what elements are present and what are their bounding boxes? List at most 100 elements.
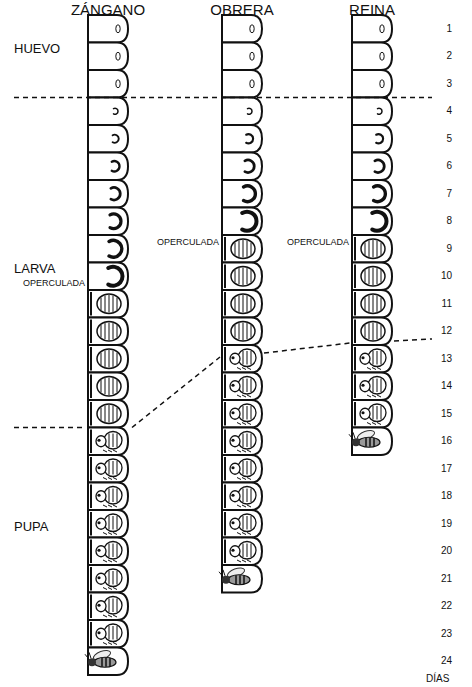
pupa-head (96, 601, 106, 612)
cell-outline (222, 428, 262, 456)
larva-segment (235, 270, 236, 283)
larva-segment (117, 352, 118, 365)
capped-note: OPERCULADA (157, 238, 219, 247)
wax-cap (224, 320, 226, 344)
larva-pupa-divider (14, 339, 432, 428)
cell-outline (352, 98, 392, 126)
larva-segment (247, 296, 248, 312)
cell-outline (352, 428, 392, 456)
day-number: 19 (441, 519, 452, 529)
day-number: 12 (441, 326, 452, 336)
cell-outline (352, 318, 392, 346)
larva-segment (251, 270, 252, 283)
pupa-segment (373, 406, 374, 420)
pupa-segment (243, 461, 244, 475)
larva-segment (105, 378, 106, 394)
cell-outline (352, 125, 392, 153)
pupa-segment (117, 516, 118, 530)
larva-segment (381, 242, 382, 255)
cell-outline (352, 235, 392, 263)
wax-cap (354, 237, 356, 261)
pupa-segment (109, 544, 110, 558)
cell-outline (352, 400, 392, 428)
pupa-abdomen (368, 349, 386, 367)
cell-outline (88, 98, 128, 126)
pupa-legs (237, 505, 251, 507)
larva-segment (243, 240, 244, 258)
open-larva (246, 134, 253, 143)
egg (380, 52, 384, 60)
open-larva (248, 108, 253, 114)
larva-segment (109, 350, 110, 368)
pupa-segment (243, 351, 244, 365)
wax-cap (224, 237, 226, 261)
column-header: REINA (349, 2, 395, 17)
pupa-segment (247, 489, 248, 503)
queen-column (349, 15, 392, 455)
open-larva (111, 187, 120, 199)
larva-segment (113, 378, 114, 394)
larva-segment (109, 405, 110, 423)
pupa-head (96, 436, 106, 447)
pupa-abdomen (238, 349, 256, 367)
capped-larva (231, 267, 255, 287)
cell-outline (352, 153, 392, 181)
pupa-eye (231, 549, 234, 552)
pupa-segment (109, 461, 110, 475)
open-larva (245, 160, 254, 173)
stage-label: LARVA (14, 262, 55, 275)
pupa-abdomen (104, 514, 122, 532)
pupa-segment (243, 434, 244, 448)
day-number: 14 (441, 381, 452, 391)
wax-cap (224, 485, 226, 509)
bee-antenna (219, 570, 225, 577)
day-number: 15 (441, 409, 452, 419)
larva-segment (235, 325, 236, 338)
pupa-abdomen (238, 542, 256, 560)
larva-segment (365, 325, 366, 338)
open-larva (114, 108, 119, 114)
larva-segment (117, 380, 118, 393)
day-number: 18 (441, 491, 452, 501)
stage-label: PUPA (14, 520, 48, 533)
wax-cap (90, 292, 92, 316)
cell-outline (88, 43, 128, 71)
cell-outline (222, 318, 262, 346)
cell-outline (88, 318, 128, 346)
larva-segment (381, 325, 382, 338)
capped-larva (231, 239, 255, 259)
pupa-eye (231, 384, 234, 387)
cell-outline (352, 70, 392, 98)
pupa-segment (381, 406, 382, 420)
axis-label: DÍAS (426, 674, 449, 684)
wax-cap (90, 320, 92, 344)
pupa-abdomen (238, 432, 256, 450)
pupa-legs (237, 533, 251, 535)
pupa-segment (377, 406, 378, 420)
pupa-segment (247, 379, 248, 393)
pupa-eye (231, 521, 234, 524)
pupa-segment (251, 489, 252, 503)
cell-outline (88, 180, 128, 208)
wax-cap (90, 375, 92, 399)
pupa-head (96, 463, 106, 474)
pupa-segment (243, 489, 244, 503)
larva-segment (101, 297, 102, 310)
day-number: 22 (441, 601, 452, 611)
cell-outline (88, 400, 128, 428)
capped-larva (97, 322, 121, 342)
larva-segment (377, 241, 378, 257)
cell-outline (88, 70, 128, 98)
pupa-segment (109, 489, 110, 503)
wax-cap (90, 457, 92, 481)
larva-segment (377, 296, 378, 312)
capped-larva (97, 294, 121, 314)
cell-outline (222, 538, 262, 566)
pupa-segment (373, 351, 374, 365)
day-number: 10 (441, 271, 452, 281)
pupa-legs (237, 423, 251, 425)
larva-segment (369, 296, 370, 312)
pupa-eye (97, 439, 100, 442)
wax-cap (224, 540, 226, 564)
